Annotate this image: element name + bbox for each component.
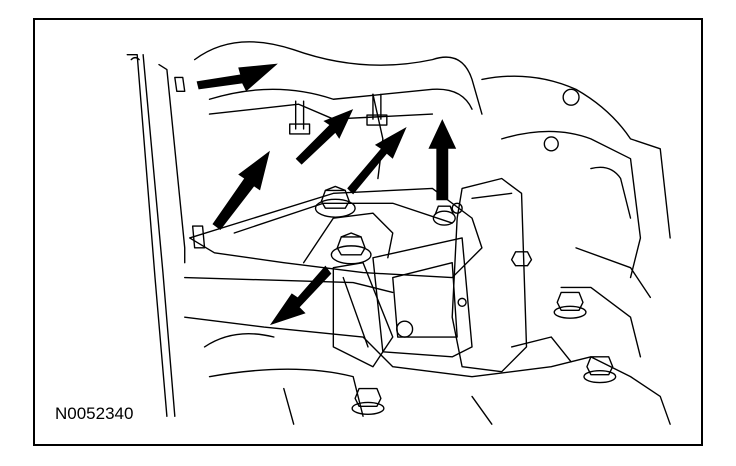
housing-hole-2	[543, 136, 559, 152]
arrow-bolt-lower-center	[269, 265, 332, 326]
bolt-right-mount	[432, 205, 456, 226]
mount-arm	[451, 177, 528, 373]
arrow-upper-left-tab	[196, 63, 278, 92]
engine-block-upper	[193, 41, 483, 115]
bolt-right-side	[510, 251, 533, 267]
arrow-bolt-right-mount	[428, 119, 457, 201]
mount-bracket	[188, 187, 483, 279]
stud-right	[366, 93, 388, 126]
housing-hole-1	[562, 88, 580, 106]
bolt-bottom-left	[351, 387, 385, 415]
arm-hole-1	[451, 202, 463, 214]
arrow-stud-left	[295, 109, 354, 165]
arm-hole-2	[457, 297, 467, 307]
bolt-upper-center	[314, 185, 356, 218]
mount-gusset	[332, 262, 394, 368]
figure-id-label: N0052340	[55, 404, 134, 423]
bolt-lower-right-2	[583, 356, 617, 384]
figure-frame: N0052340	[33, 18, 703, 446]
upper-left-tab	[174, 76, 186, 93]
arrow-bolt-upper-center	[347, 126, 407, 195]
bolt-lower-center	[330, 232, 372, 265]
lower-housing	[184, 316, 671, 425]
engine-mount-illustration	[126, 41, 671, 425]
stud-left	[289, 100, 311, 135]
lower-left-tab	[191, 225, 206, 249]
left-frame-rail	[126, 53, 168, 417]
bolt-lower-right-1	[553, 291, 587, 319]
arm-hole-3	[396, 320, 414, 338]
right-housing	[481, 75, 671, 239]
arrow-lower-left-tab	[212, 150, 270, 231]
